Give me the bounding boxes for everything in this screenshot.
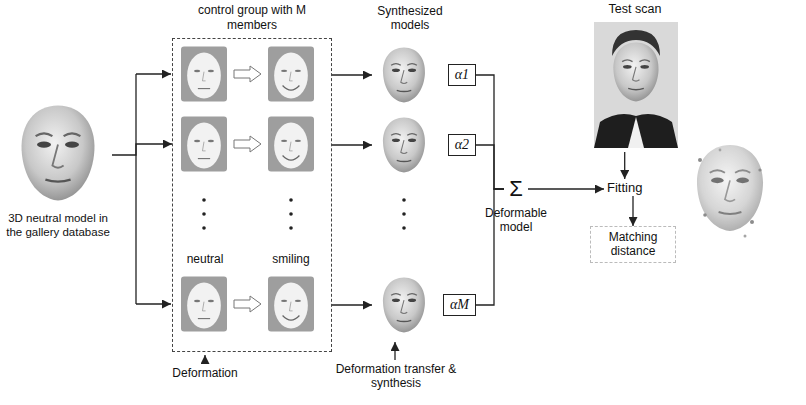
control-face-smiling — [268, 276, 314, 331]
gallery-model: 3D neutral model in the gallery database — [4, 92, 112, 240]
connector — [624, 152, 625, 179]
test-scan: Test scan — [590, 2, 680, 152]
synthesized-model: αM — [372, 274, 476, 336]
deformation-arrow — [234, 66, 261, 82]
node-text: Fitting — [607, 180, 642, 195]
branch-arrow — [136, 73, 171, 74]
connector — [528, 188, 604, 189]
control-face-neutral — [181, 276, 227, 331]
node-text: α1 — [448, 64, 476, 86]
column-heading: Synthesized models — [362, 4, 458, 33]
pointer-arrow — [204, 355, 205, 364]
synthesized-model: α1 — [372, 44, 476, 106]
connector — [632, 196, 633, 226]
matching-distance: Matching distance — [590, 226, 676, 263]
node-text: 3D neutral model in the gallery database — [4, 212, 112, 240]
step-label: Deformation transfer & synthesis — [335, 362, 457, 391]
step-label: Deformable model — [478, 206, 554, 235]
ellipsis-dots — [202, 198, 406, 230]
sum-node: Σ — [504, 176, 528, 202]
node-text: α2 — [448, 134, 476, 156]
expression-label: neutral — [172, 252, 238, 266]
node-text: control group with M members — [173, 3, 331, 33]
expression-label: smiling — [258, 252, 324, 266]
step-label: Deformation — [160, 366, 250, 380]
fitted-face — [697, 145, 763, 238]
synthesized-face — [383, 48, 425, 103]
connector — [332, 74, 372, 75]
control-group-frame: control group with M members — [172, 38, 332, 352]
pointer-arrow — [394, 342, 395, 360]
connector — [332, 144, 372, 145]
deformation-arrow — [234, 136, 261, 152]
node-text: Test scan — [607, 2, 664, 16]
control-face-smiling — [268, 46, 314, 101]
branch-line — [135, 74, 136, 304]
branch-arrow — [136, 303, 171, 304]
connector — [332, 304, 372, 305]
synthesized-face — [383, 278, 425, 333]
node-text: αM — [443, 294, 476, 316]
connector — [112, 144, 172, 155]
deformation-arrow — [234, 296, 261, 312]
fitting-step: Fitting — [604, 179, 645, 196]
control-face-neutral — [181, 116, 227, 171]
control-face-smiling — [268, 116, 314, 171]
synthesized-model: α2 — [372, 114, 476, 176]
control-face-neutral — [181, 46, 227, 101]
node-text: Σ — [504, 176, 528, 202]
node-text: Matching distance — [593, 230, 673, 259]
neutral-face-scan — [22, 105, 95, 200]
connector — [476, 145, 504, 189]
synthesized-face — [383, 118, 425, 173]
connector — [476, 75, 504, 189]
test-scan-photo — [594, 22, 678, 148]
